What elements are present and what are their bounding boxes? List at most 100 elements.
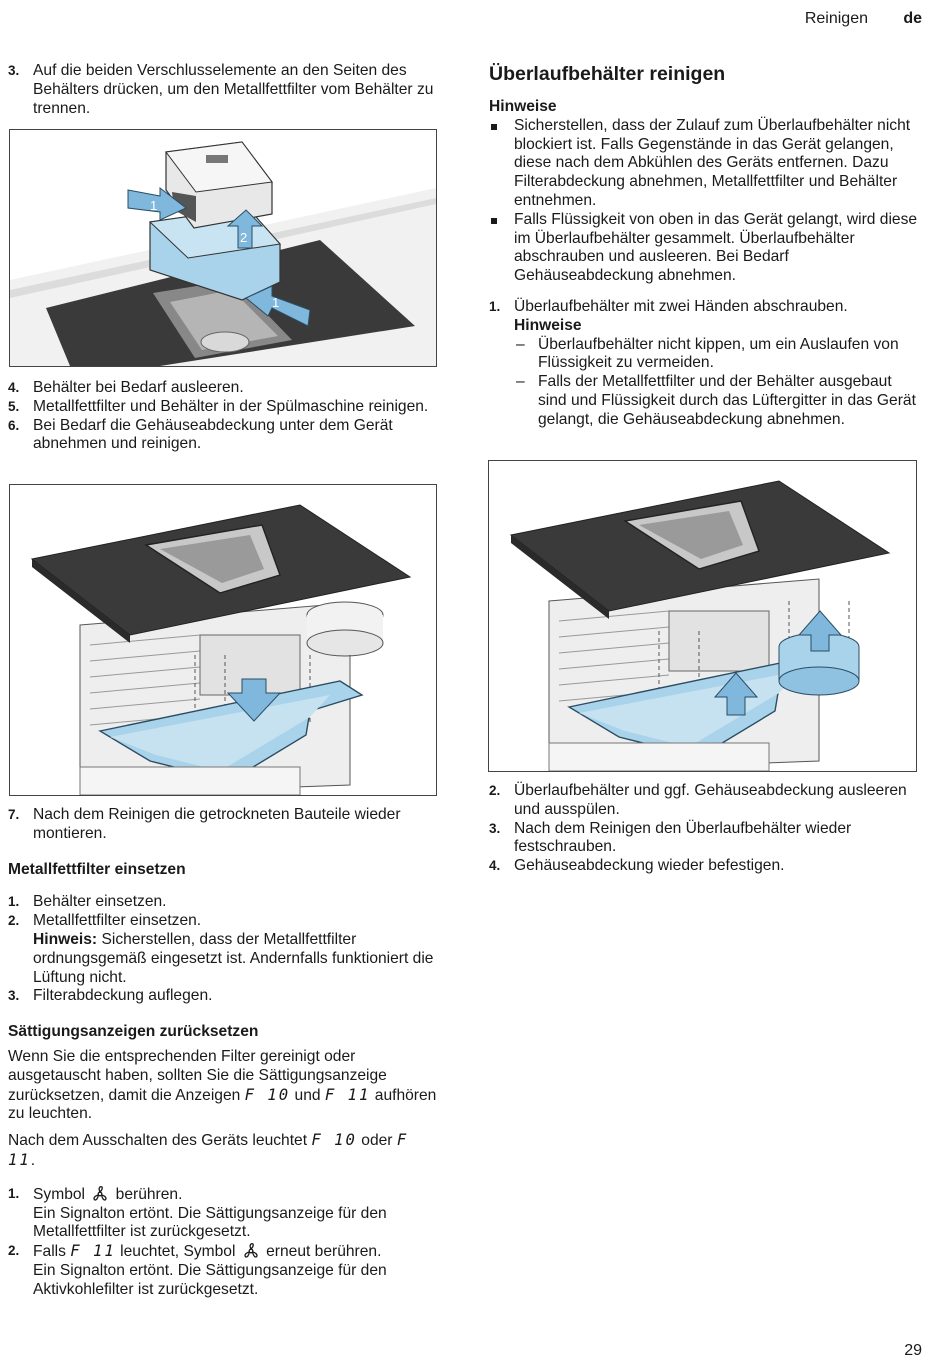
section-heading-reset-saturation: Sättigungsanzeigen zurücksetzen bbox=[8, 1023, 259, 1041]
step-item: 1. Überlaufbehälter mit zwei Händen absc… bbox=[489, 298, 919, 430]
step-detail: Ein Signalton ertönt. Die Sättigungsanze… bbox=[33, 1204, 387, 1241]
step-item: 7. Nach dem Reinigen die getrockneten Ba… bbox=[8, 806, 438, 844]
display-f11: F 11 bbox=[70, 1242, 116, 1261]
down-arrow-icon bbox=[226, 678, 282, 722]
step-text: Behälter einsetzen. bbox=[33, 893, 167, 911]
step-item: 2. Falls F 11 leuchtet, Symbol erneut be… bbox=[8, 1242, 438, 1299]
overflow-container-removal-illustration bbox=[509, 480, 891, 771]
step-number: 3. bbox=[489, 820, 501, 836]
text-run: oder bbox=[356, 1132, 397, 1150]
step-number: 3. bbox=[8, 988, 20, 1004]
reset-paragraph-1: Wenn Sie die entsprechenden Filter gerei… bbox=[8, 1048, 438, 1124]
step-text: Nach dem Reinigen den Überlaufbehälter w… bbox=[514, 819, 852, 856]
step-number: 1. bbox=[8, 894, 20, 910]
figure-housing-cover-removal bbox=[9, 484, 437, 796]
note-dash-item: –Überlaufbehälter nicht kippen, um ein A… bbox=[516, 335, 899, 372]
fan-icon bbox=[93, 1185, 107, 1201]
metal-grease-filter-illustration bbox=[165, 141, 273, 229]
step-number: 2. bbox=[489, 783, 501, 798]
filter-removal-illustration: 1 2 1 bbox=[10, 141, 436, 366]
step-text: Überlaufbehälter mit zwei Händen abschra… bbox=[514, 297, 848, 315]
step-detail: Ein Signalton ertönt. Die Sättigungsanze… bbox=[33, 1261, 387, 1298]
display-f10: F 10 bbox=[311, 1131, 357, 1150]
step-number: 2. bbox=[8, 1243, 20, 1259]
text-run: aufhören zu leuchten. bbox=[8, 1086, 437, 1123]
text-run: Wenn Sie die entsprechenden Filter gerei… bbox=[8, 1047, 387, 1104]
note-label: Hinweis: bbox=[33, 930, 98, 948]
left-top-steps: 3. Auf die beiden Verschlusselemente an … bbox=[8, 62, 438, 118]
step-number: 2. bbox=[8, 913, 20, 929]
note-text: Überlaufbehälter nicht kippen, um ein Au… bbox=[538, 335, 899, 372]
page-number: 29 bbox=[904, 1342, 922, 1359]
section-heading-overflow: Überlaufbehälter reinigen bbox=[489, 63, 726, 85]
text-run: leuchtet, Symbol bbox=[115, 1243, 240, 1261]
step-text: Gehäuseabdeckung wieder befestigen. bbox=[514, 857, 785, 875]
text-run: Nach dem Ausschalten des Geräts leuchtet bbox=[8, 1132, 312, 1150]
step-number: 7. bbox=[8, 807, 20, 822]
header-section-title: Reinigen bbox=[804, 10, 868, 27]
step-item: 1. Behälter einsetzen. bbox=[8, 893, 438, 912]
note-text: Sicherstellen, dass der Zulauf zum Überl… bbox=[514, 116, 911, 209]
step-number: 1. bbox=[8, 1185, 20, 1201]
text-run: und bbox=[290, 1086, 325, 1104]
figure1-label-1a: 1 bbox=[150, 198, 157, 213]
step-text: Nach dem Reinigen die getrockneten Baute… bbox=[33, 806, 401, 842]
step-item: 2. Metallfettfilter einsetzen. Hinweis: … bbox=[8, 912, 438, 987]
step-number: 6. bbox=[8, 417, 20, 433]
note-text: Falls der Metallfettfilter und der Behäl… bbox=[538, 373, 916, 428]
text-run: erneut berühren. bbox=[261, 1243, 382, 1261]
step-item: 6. Bei Bedarf die Gehäuseabdeckung unter… bbox=[8, 417, 438, 455]
step-number: 3. bbox=[8, 63, 20, 78]
left-bottom-content: 7. Nach dem Reinigen die getrockneten Ba… bbox=[8, 806, 438, 1300]
text-run: Falls bbox=[33, 1243, 71, 1261]
figure1-label-1b: 1 bbox=[272, 295, 279, 310]
step-number: 1. bbox=[489, 298, 501, 314]
display-f11: F 11 bbox=[8, 1131, 409, 1169]
right-top-content: Überlaufbehälter reinigen Hinweise Siche… bbox=[489, 62, 919, 430]
up-arrow-icon bbox=[797, 610, 843, 652]
step-number: 4. bbox=[489, 858, 501, 874]
step-item: 3. Filterabdeckung auflegen. bbox=[8, 987, 438, 1006]
step-item: 4. Behälter bei Bedarf ausleeren. bbox=[8, 379, 438, 398]
fan-icon bbox=[244, 1243, 258, 1258]
right-bottom-steps: 2. Überlaufbehälter und ggf. Gehäuseabde… bbox=[489, 782, 919, 876]
note-bullet: Sicherstellen, dass der Zulauf zum Überl… bbox=[489, 117, 919, 211]
housing-cover-removal-illustration bbox=[30, 504, 412, 795]
step-text: Metallfettfilter einsetzen. bbox=[33, 912, 202, 930]
step-item: 3. Nach dem Reinigen den Überlaufbehälte… bbox=[489, 820, 919, 858]
housing-cover-illustration bbox=[98, 680, 364, 782]
step-text: Behälter bei Bedarf ausleeren. bbox=[33, 379, 244, 396]
text-run: . bbox=[30, 1151, 36, 1169]
figure-overflow-container-removal bbox=[488, 460, 917, 772]
figure-filter-removal: 1 2 1 bbox=[9, 129, 437, 367]
note-text: Sicherstellen, dass der Metallfettfilter… bbox=[33, 930, 434, 986]
note-dash-item: –Falls der Metallfettfilter und der Behä… bbox=[516, 373, 916, 428]
display-f10: F 10 bbox=[244, 1085, 291, 1104]
notes-heading: Hinweise bbox=[489, 98, 557, 115]
step-item: 4. Gehäuseabdeckung wieder befestigen. bbox=[489, 857, 919, 876]
notes-heading: Hinweise bbox=[514, 316, 582, 334]
step-item: 5. Metallfettfilter und Behälter in der … bbox=[8, 398, 438, 417]
step-number: 5. bbox=[8, 398, 20, 414]
step-number: 4. bbox=[8, 380, 20, 395]
note-bullet: Falls Flüssigkeit von oben in das Gerät … bbox=[489, 211, 919, 286]
text-run: Symbol bbox=[33, 1185, 90, 1203]
figure1-label-2: 2 bbox=[240, 230, 247, 245]
step-item: 2. Überlaufbehälter und ggf. Gehäuseabde… bbox=[489, 782, 919, 820]
step-text: Filterabdeckung auflegen. bbox=[33, 987, 213, 1005]
step-item: 1. Symbol berühren. Ein Signalton ertönt… bbox=[8, 1185, 438, 1242]
up-arrow-icon bbox=[713, 672, 759, 716]
text-run: berühren. bbox=[111, 1185, 183, 1203]
reset-paragraph-2: Nach dem Ausschalten des Geräts leuchtet… bbox=[8, 1131, 438, 1171]
left-mid-steps: 4. Behälter bei Bedarf ausleeren. 5. Met… bbox=[8, 379, 438, 454]
step-text: Metallfettfilter und Behälter in der Spü… bbox=[33, 397, 429, 415]
step-text: Auf die beiden Verschlusselemente an den… bbox=[33, 62, 434, 117]
header-language: de bbox=[903, 10, 922, 27]
section-heading-insert-filter: Metallfettfilter einsetzen bbox=[8, 860, 186, 878]
note-text: Falls Flüssigkeit von oben in das Gerät … bbox=[514, 210, 918, 285]
step-text: Überlaufbehälter und ggf. Gehäuseabdecku… bbox=[514, 782, 907, 818]
bullet-square-icon bbox=[491, 123, 497, 130]
step-text: Bei Bedarf die Gehäuseabdeckung unter de… bbox=[33, 416, 393, 453]
display-f11: F 11 bbox=[324, 1085, 371, 1104]
bullet-square-icon bbox=[491, 217, 497, 224]
